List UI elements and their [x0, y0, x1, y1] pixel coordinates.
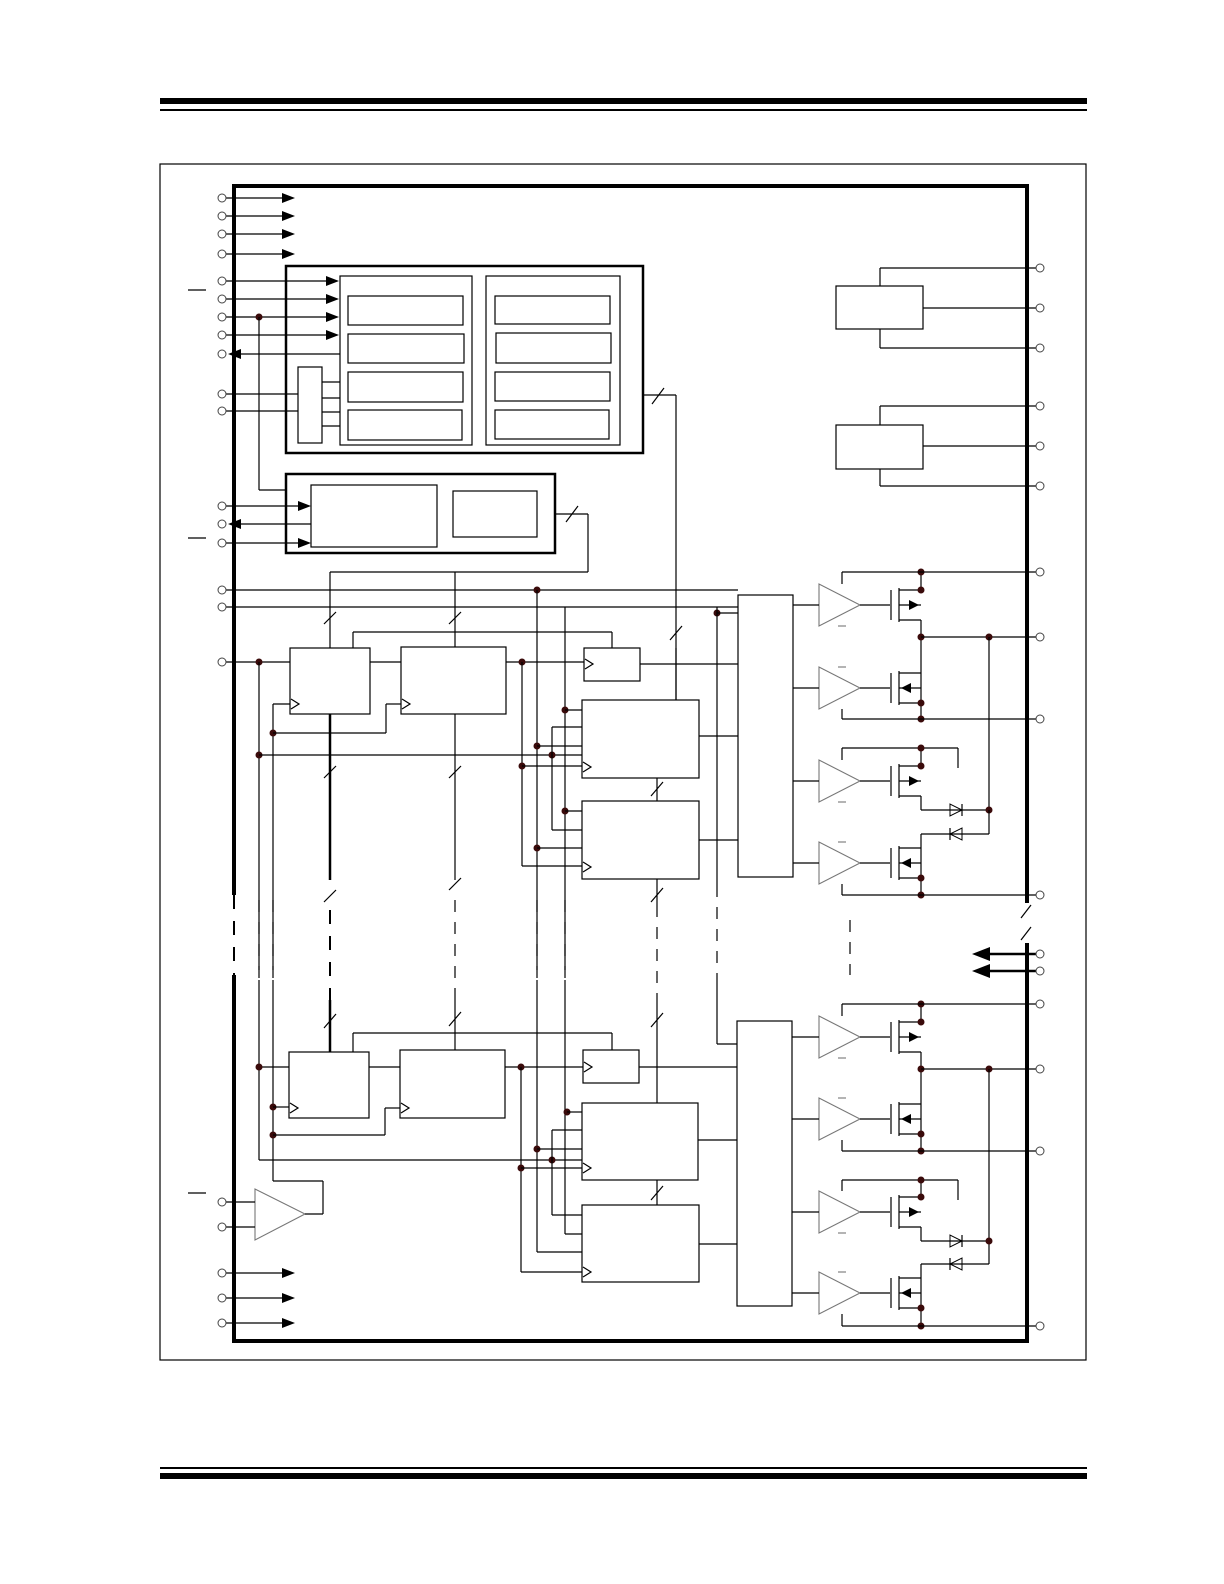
header-rule	[160, 98, 1087, 111]
chip-boundary	[232, 184, 1029, 1343]
upper-register-section	[217, 572, 738, 970]
right-pins-lower	[1035, 999, 1045, 1331]
comparator	[188, 1166, 324, 1241]
upper-driver-mux	[737, 594, 794, 878]
control-logic-block	[284, 264, 645, 455]
right-edge-break	[972, 903, 1045, 978]
lower-driver-mux	[736, 1020, 793, 1307]
figure-frame	[159, 163, 1087, 1361]
control-input-pins	[188, 276, 340, 495]
continuation-dashes	[258, 885, 851, 1000]
serial-interface-block	[188, 387, 677, 700]
lower-register-section	[255, 975, 737, 1283]
footer-rule	[160, 1467, 1087, 1479]
top-left-pins	[217, 193, 295, 259]
upper-output-stages	[793, 568, 1036, 899]
bottom-left-pins	[217, 1268, 295, 1328]
right-function-block-2	[835, 405, 1036, 487]
lower-output-stages	[792, 1000, 1036, 1330]
right-function-block-1	[835, 267, 1036, 349]
right-pins-upper	[1035, 263, 1045, 900]
